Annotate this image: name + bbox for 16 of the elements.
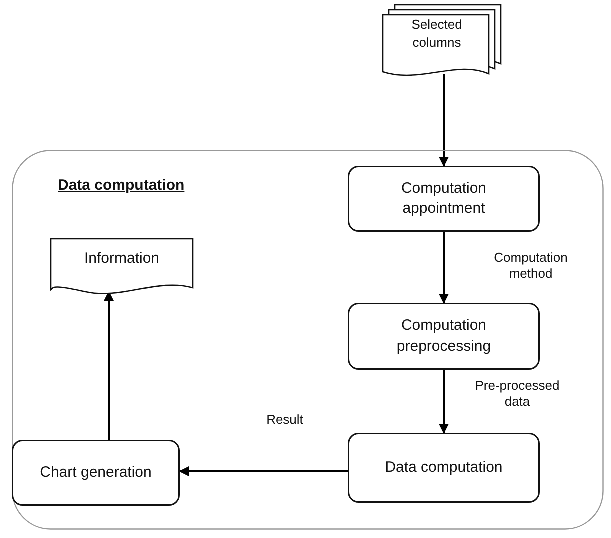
process-box: [348, 433, 540, 503]
process-box: [12, 440, 180, 506]
group-heading: Data computation: [58, 176, 185, 196]
group-container: [12, 150, 604, 530]
process-box: [348, 303, 540, 370]
arrow: [439, 370, 449, 434]
node-label: Chart generation: [40, 462, 152, 483]
arrow: [439, 232, 449, 304]
process-box: [348, 166, 540, 232]
node-label: Selected columns: [410, 16, 464, 52]
arrow: [439, 74, 449, 167]
node-label: Data computation: [385, 458, 503, 478]
node-label: Information: [84, 248, 160, 269]
node-label: Computation appointment: [400, 178, 488, 219]
arrow: [179, 466, 348, 476]
node-label: Computation preprocessing: [396, 316, 492, 356]
